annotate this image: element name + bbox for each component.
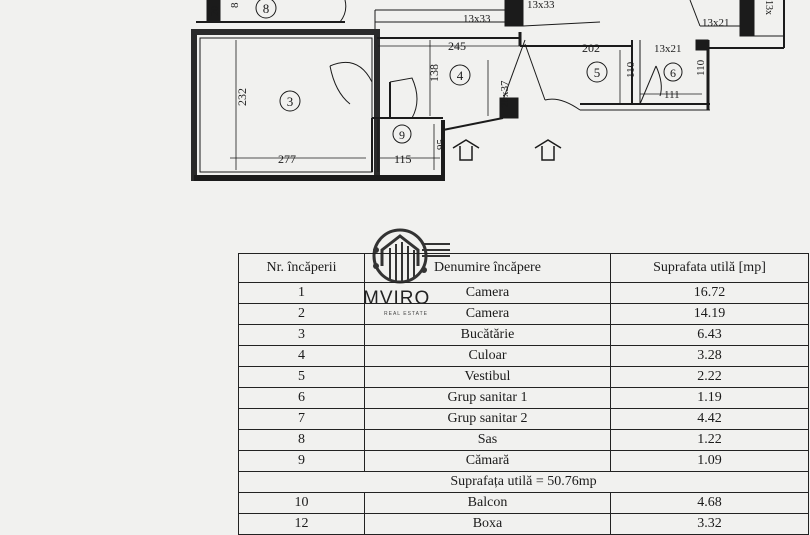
cell-name: Sas: [364, 429, 611, 451]
cell-nr: 6: [238, 387, 365, 409]
cell-nr: 7: [238, 408, 365, 430]
dim-label: 28x37: [499, 80, 511, 108]
dim-label: 95: [435, 139, 447, 151]
cell-name: Cămară: [364, 450, 611, 472]
cell-nr: 2: [238, 303, 365, 325]
cell-area: 3.28: [610, 345, 809, 367]
dim-label: 13x33: [463, 13, 491, 25]
cell-nr: 5: [238, 366, 365, 388]
dim-label: 202: [582, 41, 600, 55]
dim-label: 13x21: [654, 43, 682, 55]
header-name: Denumire încăpere: [364, 253, 611, 283]
cell-name: Culoar: [364, 345, 611, 367]
rooms-table: Nr. încăperii Denumire încăpere Suprafat…: [238, 253, 809, 535]
cell-area: 4.42: [610, 408, 809, 430]
floor-plan: 20 8 8 13x33 13x33 13x21 13x21 13x 245 2…: [191, 0, 785, 181]
room-label-6: 6: [670, 66, 676, 80]
cell-name: Bucătărie: [364, 324, 611, 346]
dim-label: 232: [235, 88, 249, 106]
cell-name: Camera: [364, 303, 611, 325]
total-area: Suprafața utilă = 50.76mp: [238, 471, 809, 493]
cell-name: Boxa: [364, 513, 611, 535]
cell-area: 6.43: [610, 324, 809, 346]
dim-label: 13x21: [702, 17, 730, 29]
dim-label: 111: [664, 89, 680, 101]
dim-label: 8: [229, 2, 241, 8]
cell-area: 16.72: [610, 282, 809, 304]
dim-label: 115: [394, 152, 412, 166]
room-label-8: 8: [263, 1, 270, 16]
table-header-row: Nr. încăperii Denumire încăpere Suprafat…: [238, 253, 809, 283]
cell-area: 4.68: [610, 492, 809, 514]
cell-nr: 12: [238, 513, 365, 535]
dim-label: 13x33: [527, 0, 555, 11]
dim-label: 245: [448, 39, 466, 53]
room-label-3: 3: [287, 94, 294, 109]
cell-name: Vestibul: [364, 366, 611, 388]
cell-area: 1.09: [610, 450, 809, 472]
table-total-row: Suprafața utilă = 50.76mp: [238, 471, 809, 493]
header-nr: Nr. încăperii: [238, 253, 365, 283]
room-label-4: 4: [457, 68, 464, 83]
dim-label: 20: [210, 6, 221, 16]
cell-area: 2.22: [610, 366, 809, 388]
cell-area: 14.19: [610, 303, 809, 325]
room-label-5: 5: [594, 65, 601, 80]
dim-label: 110: [625, 61, 637, 78]
cell-nr: 8: [238, 429, 365, 451]
header-area: Suprafata utilă [mp]: [610, 253, 809, 283]
cell-nr: 9: [238, 450, 365, 472]
cell-name: Grup sanitar 1: [364, 387, 611, 409]
cell-name: Balcon: [364, 492, 611, 514]
dim-label: 13x: [763, 0, 774, 15]
cell-area: 3.32: [610, 513, 809, 535]
cell-name: Camera: [364, 282, 611, 304]
dim-label: 277: [278, 152, 296, 166]
cell-area: 1.19: [610, 387, 809, 409]
cell-nr: 10: [238, 492, 365, 514]
dim-label: 110: [695, 59, 707, 76]
dim-label: 138: [427, 64, 441, 82]
cell-nr: 1: [238, 282, 365, 304]
cell-nr: 3: [238, 324, 365, 346]
cell-name: Grup sanitar 2: [364, 408, 611, 430]
cell-area: 1.22: [610, 429, 809, 451]
room-label-9: 9: [399, 128, 405, 142]
cell-nr: 4: [238, 345, 365, 367]
